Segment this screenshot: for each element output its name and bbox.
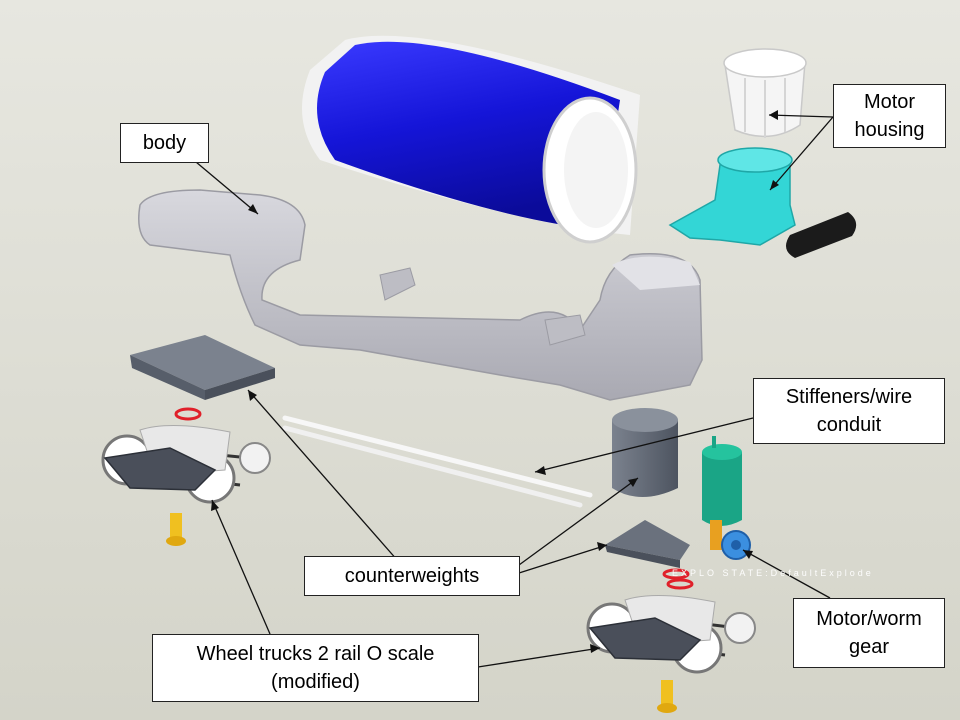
motor-shaft-cylinder <box>786 212 857 258</box>
label-counterweights: counterweights <box>304 556 520 596</box>
tank-body <box>302 35 640 244</box>
label-stiffeners-wire-conduit: Stiffeners/wire conduit <box>753 378 945 444</box>
counterweight-wedge <box>605 520 690 568</box>
motor-housing-cap <box>723 48 807 138</box>
counterweight-slab <box>130 335 275 400</box>
screws <box>166 513 677 713</box>
washers <box>174 407 694 590</box>
motor-housing-base <box>668 147 796 246</box>
label-motor-worm-gear: Motor/worm gear <box>793 598 945 668</box>
stiffener-rods <box>282 415 593 508</box>
drive-motor <box>702 436 742 526</box>
label-wheel-trucks: Wheel trucks 2 rail O scale (modified) <box>152 634 479 702</box>
body-frame <box>138 189 703 401</box>
wheel-truck-right <box>586 595 756 674</box>
explode-state-watermark: EXPLO STATE:DefaultExplode <box>672 568 874 578</box>
wheel-truck-left <box>101 425 271 504</box>
worm-gear <box>710 520 751 560</box>
leader-lines <box>195 110 834 668</box>
label-motor-housing: Motor housing <box>833 84 946 148</box>
label-body: body <box>120 123 209 163</box>
counterweight-cylinder <box>612 408 678 497</box>
